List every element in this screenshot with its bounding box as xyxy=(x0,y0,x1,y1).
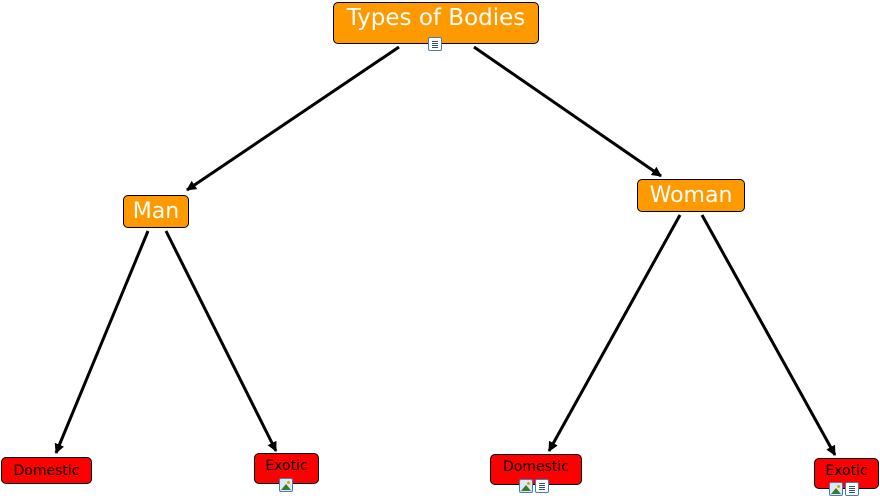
node-icons xyxy=(279,478,293,492)
edge-woman-to-domestic xyxy=(547,214,682,452)
edge-root-to-woman xyxy=(473,45,662,178)
document-icon[interactable] xyxy=(428,37,442,51)
node-woman[interactable]: Woman xyxy=(637,179,745,212)
node-label: Exotic xyxy=(825,463,868,479)
node-label: Woman xyxy=(649,182,733,208)
node-label: Man xyxy=(132,198,180,224)
image-icon[interactable] xyxy=(829,482,843,496)
node-icons xyxy=(829,482,859,496)
edge-man-to-domestic xyxy=(54,230,150,454)
node-label: Domestic xyxy=(503,459,569,475)
node-man-domestic[interactable]: Domestic xyxy=(1,457,92,484)
document-icon[interactable] xyxy=(845,482,859,496)
node-label: Exotic xyxy=(265,458,308,474)
edge-woman-to-exotic xyxy=(700,214,837,456)
node-icons xyxy=(428,37,442,51)
image-icon[interactable] xyxy=(519,479,533,493)
node-label: Types of Bodies xyxy=(346,5,526,31)
node-label: Domestic xyxy=(13,462,80,479)
node-man[interactable]: Man xyxy=(123,195,189,228)
document-icon[interactable] xyxy=(535,479,549,493)
edge-root-to-man xyxy=(186,45,400,192)
image-icon[interactable] xyxy=(279,478,293,492)
node-icons xyxy=(519,479,549,493)
edge-man-to-exotic xyxy=(164,230,278,452)
